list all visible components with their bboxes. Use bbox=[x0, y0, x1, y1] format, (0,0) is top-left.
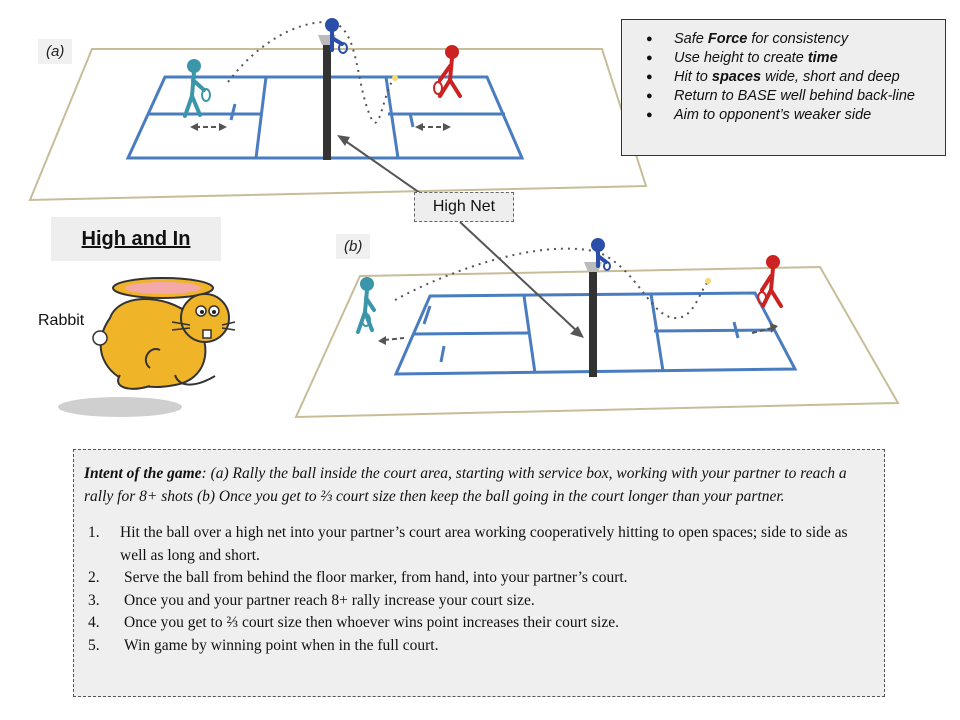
floor-a bbox=[28, 48, 648, 202]
net-post-b bbox=[589, 272, 597, 377]
floor-marker-a-right bbox=[408, 112, 415, 128]
tip-bullet: ● bbox=[646, 71, 653, 83]
player-right-b-icon bbox=[757, 255, 783, 308]
tips-box: ●Safe Force for consistency ●Use height … bbox=[621, 19, 946, 156]
intent-box: Intent of the game: (a) Rally the ball i… bbox=[73, 449, 885, 697]
player-left-b-icon bbox=[356, 277, 376, 334]
shuttle-path-a bbox=[227, 20, 396, 124]
step-item: 4.Once you get to ⅔ court size then whoe… bbox=[88, 614, 619, 631]
player-net-icon bbox=[325, 18, 348, 54]
floor-b bbox=[294, 265, 900, 419]
tip-item: ●Hit to spaces wide, short and deep bbox=[646, 69, 900, 85]
player-right-icon bbox=[433, 45, 462, 98]
shuttle-path-b bbox=[394, 247, 709, 320]
net-post-a bbox=[323, 45, 331, 160]
rabbit-label: Rabbit bbox=[38, 312, 85, 329]
game-title-text: High and In bbox=[81, 227, 191, 250]
tip-item: ●Safe Force for consistency bbox=[646, 31, 849, 47]
step-item: 1.Hit the ball over a high net into your… bbox=[88, 524, 848, 564]
tip-bullet: ● bbox=[646, 90, 653, 102]
high-net-callout: High Net bbox=[414, 192, 514, 222]
tip-bullet: ● bbox=[646, 33, 653, 45]
panel-a-label: (a) bbox=[38, 39, 73, 64]
step-item: 3.Once you and your partner reach 8+ ral… bbox=[88, 591, 535, 609]
floor-marker-a-left bbox=[229, 103, 237, 121]
high-net-arrows bbox=[343, 139, 579, 333]
tip-item: ●Return to BASE well behind back-line bbox=[646, 88, 915, 104]
rabbit-icon bbox=[58, 277, 236, 417]
tip-item: ●Aim to opponent’s weaker side bbox=[646, 107, 872, 123]
intent-paragraph: Intent of the game: (a) Rally the ball i… bbox=[84, 465, 847, 505]
tip-bullet: ● bbox=[646, 52, 653, 64]
shuttle-icon bbox=[392, 75, 398, 81]
tip-item: ●Use height to create time bbox=[646, 50, 838, 66]
step-item: 2.Serve the ball from behind the floor m… bbox=[88, 569, 628, 586]
step-item: 5.Win game by winning point when in the … bbox=[88, 636, 439, 654]
player-net-b-icon bbox=[591, 238, 611, 271]
steps-list: 1.Hit the ball over a high net into your… bbox=[84, 522, 874, 657]
tip-bullet: ● bbox=[646, 109, 653, 121]
player-left-icon bbox=[183, 59, 211, 118]
game-title: High and In bbox=[51, 217, 221, 261]
court-b bbox=[393, 291, 798, 376]
panel-b-label: (b) bbox=[336, 234, 371, 259]
